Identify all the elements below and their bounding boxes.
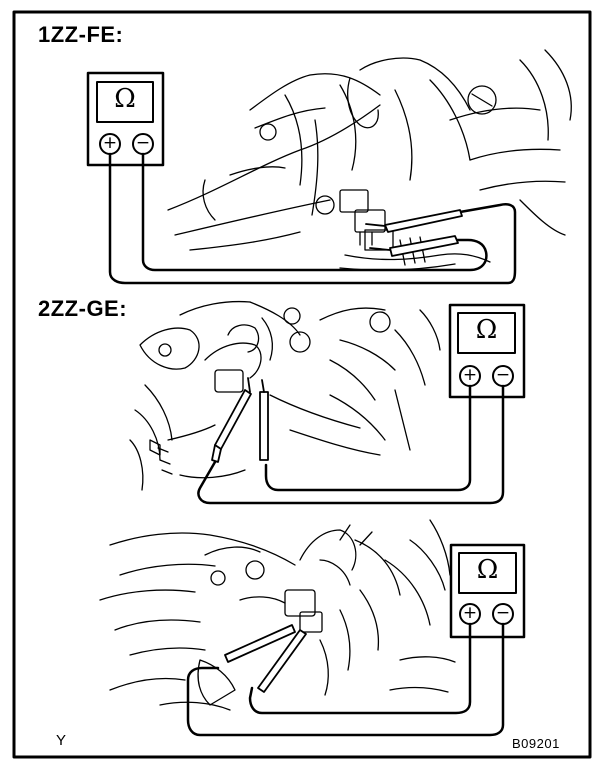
outer-frame <box>12 10 592 759</box>
plus-terminal-2: + <box>462 365 478 385</box>
minus-terminal-2: − <box>495 365 511 385</box>
test-leads-1 <box>108 152 517 285</box>
panel-2zz-ge <box>129 300 526 505</box>
ohm-symbol-2: Ω <box>475 315 498 345</box>
figure-code: B09201 <box>512 736 560 751</box>
ohmmeter-1 <box>86 71 165 167</box>
minus-terminal-1: − <box>135 133 151 153</box>
test-leads-2 <box>197 384 505 505</box>
plus-terminal-3: + <box>462 603 478 623</box>
test-probes-2 <box>211 377 269 463</box>
engine-label-1zz-fe: 1ZZ-FE: <box>38 22 124 47</box>
engine-sketch-3 <box>99 519 456 711</box>
engine-sketch-1 <box>167 49 572 271</box>
engine-label-2zz-ge: 2ZZ-GE: <box>38 296 128 321</box>
ohm-symbol-1: Ω <box>114 84 136 114</box>
panel-1zz-fe <box>86 49 572 285</box>
corner-mark: Y <box>56 732 67 749</box>
plus-terminal-1: + <box>102 133 118 153</box>
engine-sketch-2 <box>129 300 441 491</box>
ohm-symbol-3: Ω <box>476 555 499 585</box>
test-probes-1 <box>365 209 463 257</box>
test-probes-3 <box>224 624 307 693</box>
ohmmeter-3 <box>449 543 526 639</box>
panel-3 <box>99 519 526 737</box>
ohmmeter-2 <box>448 303 526 399</box>
test-leads-3 <box>186 622 505 737</box>
minus-terminal-3: − <box>495 603 511 623</box>
